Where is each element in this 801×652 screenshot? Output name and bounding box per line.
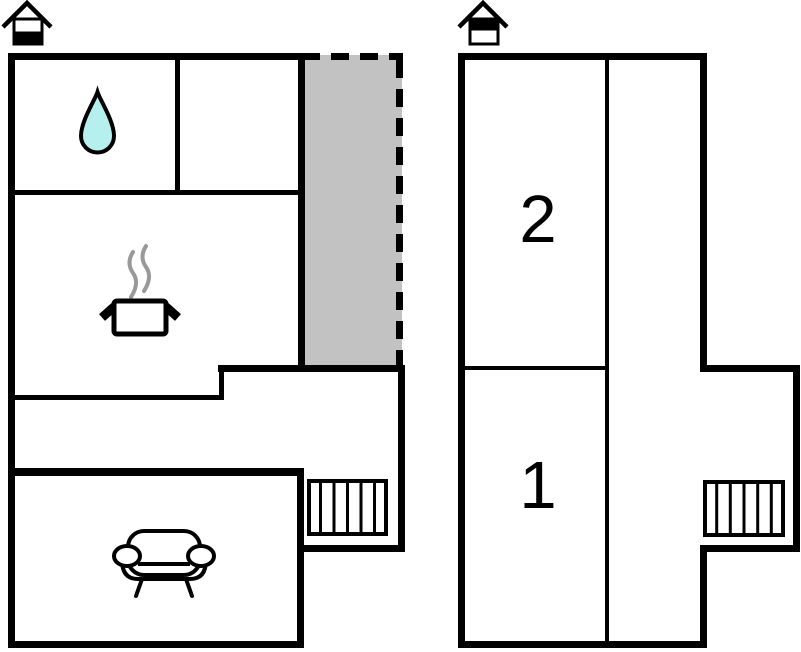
wall (218, 365, 405, 372)
wall (458, 53, 707, 60)
wall (219, 365, 224, 400)
steam-wave (140, 244, 151, 293)
sofa-armrest (186, 544, 216, 568)
wall (793, 365, 800, 552)
water-drop-shape (78, 85, 117, 155)
house-upper-floor-icon (457, 0, 509, 46)
wall (458, 641, 707, 648)
stairs-treads (715, 481, 773, 536)
left-building-walls (8, 53, 405, 648)
room-label-2: 2 (519, 182, 556, 257)
wall (458, 53, 465, 648)
wall (8, 53, 305, 60)
steam-waves (127, 244, 151, 299)
wall (700, 365, 800, 372)
pot-body (111, 298, 169, 337)
water-drop-icon (78, 85, 117, 155)
cooking-pot-icon (99, 244, 181, 337)
house-roof (457, 0, 509, 29)
house-level-highlight (15, 31, 41, 43)
wall (8, 468, 304, 476)
wall (8, 53, 15, 648)
stairs-icon (703, 480, 785, 537)
wall (605, 57, 609, 644)
terrace (302, 55, 402, 368)
stairs-icon (307, 479, 388, 536)
left-building (8, 53, 405, 648)
house-level-highlight (471, 19, 497, 31)
steam-wave (127, 250, 138, 299)
stairs-treads (319, 480, 376, 535)
sofa-icon (112, 529, 216, 598)
wall (465, 366, 605, 370)
wall (700, 53, 707, 372)
right-building: 2 1 (458, 53, 800, 648)
sofa-leg (184, 577, 194, 598)
right-building-walls (458, 53, 800, 648)
room-label-1: 1 (519, 448, 556, 523)
wall (700, 545, 707, 648)
wall (8, 641, 304, 648)
wall (12, 190, 302, 195)
wall (297, 545, 405, 552)
wall (175, 57, 180, 195)
wall (297, 468, 304, 648)
wall (398, 365, 405, 552)
wall (700, 545, 800, 552)
sofa-leg (134, 577, 144, 598)
terrace-dashed-border (302, 53, 403, 367)
wall (298, 53, 305, 372)
sofa-armrest (112, 544, 142, 568)
sofa-belly (120, 559, 208, 581)
wall (8, 395, 224, 400)
house-ground-floor-icon (1, 0, 53, 46)
house-roof (1, 0, 53, 29)
